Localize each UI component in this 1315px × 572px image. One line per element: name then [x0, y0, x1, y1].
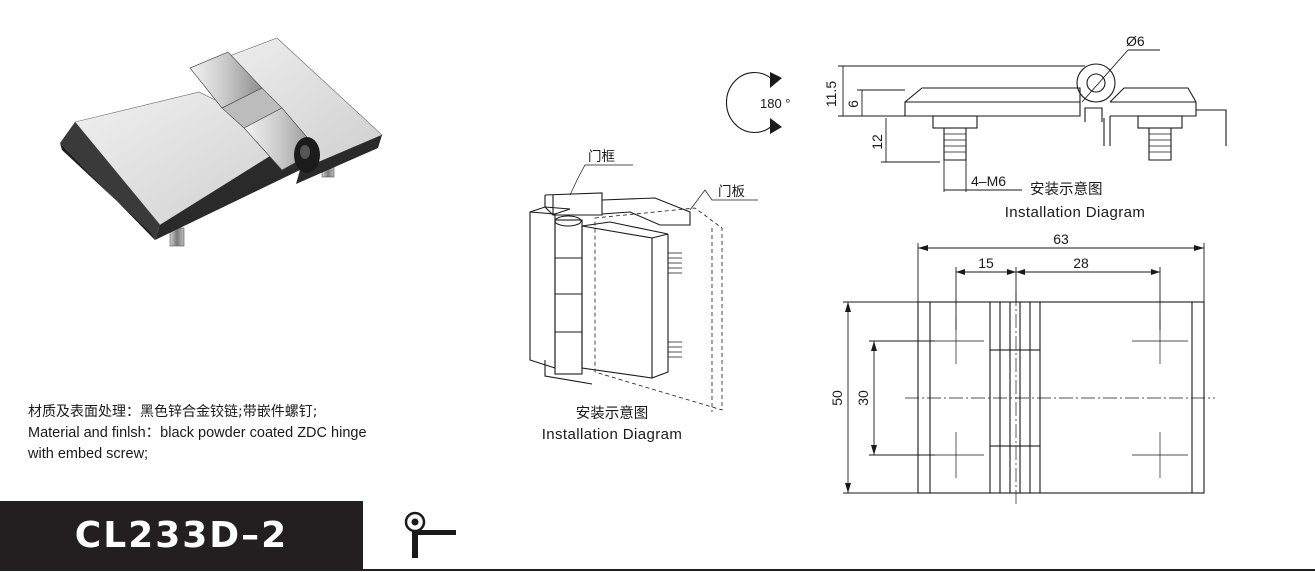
hinge-type-icon — [404, 511, 456, 558]
hinge-knuckle — [189, 51, 320, 173]
frame-label: 门框 — [588, 149, 615, 165]
installation-caption-cn: 安装示意图 — [576, 404, 649, 422]
door-frame-profile — [544, 192, 603, 216]
bottom-rule — [0, 569, 1315, 571]
installation-diagram-perspective: 门框 门板 安装示意图 Installation Diagram — [529, 149, 758, 443]
front-view-drawing: 63 15 28 50 30 — [829, 231, 1215, 505]
stud-thread — [668, 252, 682, 358]
front-leaf-outline — [917, 301, 1205, 494]
hinge-knuckle-diagram — [554, 219, 583, 375]
rotation-label: 180 ° — [760, 96, 791, 111]
dim-diameter: Ø6 — [1126, 33, 1145, 49]
dim-offset-left: 15 — [978, 255, 994, 271]
side-view-drawing: 180 ° 11.5 6 12 Ø6 — [726, 33, 1227, 221]
hinge-product-illustration — [60, 37, 383, 247]
hinge-leaf-frame-side — [529, 211, 556, 369]
hinge-leaf-door-side — [581, 225, 653, 379]
material-line-cn: 材质及表面处理：黑色锌合金铰链;带嵌件螺钉; — [28, 404, 318, 420]
dim-width: 63 — [1053, 231, 1069, 247]
door-panel-outline — [594, 207, 723, 411]
model-number: CL233D–2 — [0, 501, 363, 569]
dim-stud-length: 12 — [869, 134, 885, 150]
side-knuckle — [1076, 63, 1116, 103]
dim-leaf-height: 6 — [845, 100, 861, 108]
thread-label: 4–M6 — [971, 173, 1006, 189]
installation-caption-en: Installation Diagram — [542, 426, 683, 443]
dim-total-height: 11.5 — [823, 81, 839, 107]
side-leaf-left — [904, 87, 1081, 117]
rotation-arrow — [726, 71, 774, 134]
side-caption-cn: 安装示意图 — [1030, 180, 1103, 198]
material-line-en-2: with embed screw; — [28, 446, 149, 462]
material-line-en-1: Material and finlsh：black powder coated … — [28, 425, 367, 441]
dim-height: 50 — [829, 390, 845, 406]
dim-offset-right: 28 — [1073, 255, 1089, 271]
material-description: 材质及表面处理：黑色锌合金铰链;带嵌件螺钉; Material and finl… — [28, 402, 468, 465]
dim-hole-spacing: 30 — [855, 390, 871, 406]
front-knuckle — [989, 302, 1041, 351]
door-label: 门板 — [718, 184, 746, 200]
side-caption-en: Installation Diagram — [1005, 204, 1146, 221]
